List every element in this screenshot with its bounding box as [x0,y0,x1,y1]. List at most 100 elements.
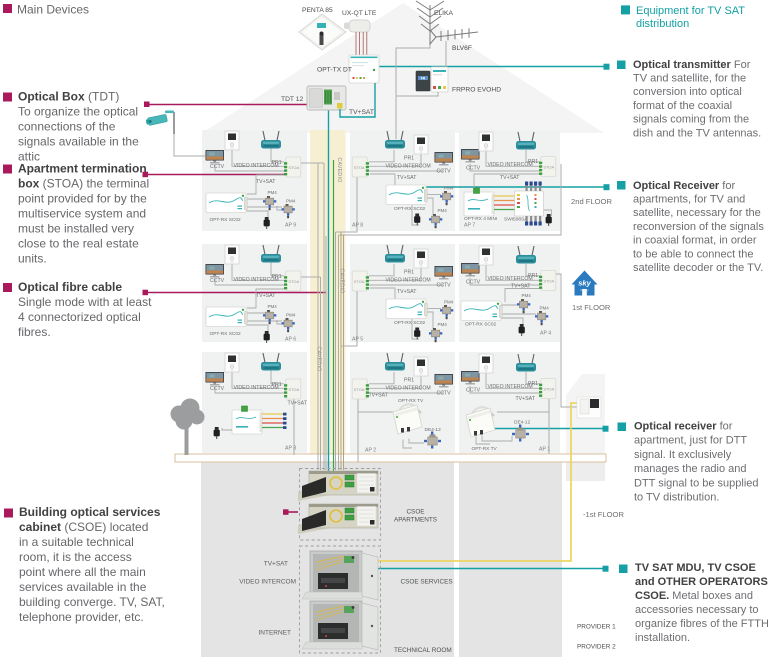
svg-text:1st FLOOR: 1st FLOOR [572,303,611,312]
svg-text:TV+SAT: TV+SAT [500,175,520,181]
svg-text:PM4: PM4 [444,186,454,191]
svg-text:Single mode with at least: Single mode with at least [18,295,152,309]
svg-text:OPT-RX TV: OPT-RX TV [398,398,424,404]
svg-text:PR1: PR1 [528,159,538,165]
svg-text:distribution: distribution [636,18,689,30]
svg-text:PENTA 85: PENTA 85 [302,7,333,14]
svg-text:PM4: PM4 [438,322,448,327]
svg-text:Optical receiver for: Optical receiver for [634,421,733,433]
svg-text:installation.: installation. [635,632,690,644]
svg-text:telephone provider, etc.: telephone provider, etc. [19,610,144,624]
svg-text:reconversion of the signals: reconversion of the signals [633,221,764,233]
svg-text:Optical Box (TDT): Optical Box (TDT) [18,90,119,104]
svg-text:PM4: PM4 [522,293,532,298]
svg-text:satellite decoder or the TV.: satellite decoder or the TV. [633,262,763,274]
svg-text:Ready: Ready [580,288,589,292]
svg-text:PR1: PR1 [272,160,282,166]
svg-text:cabinet (CSOE) located: cabinet (CSOE) located [19,520,148,534]
svg-text:conversion into optical: conversion into optical [633,86,742,98]
svg-text:AP 4: AP 4 [540,331,551,337]
svg-text:TV and satellite, for the: TV and satellite, for the [633,73,746,85]
svg-text:close to the real estate: close to the real estate [18,237,139,251]
svg-text:FR: FR [421,76,426,80]
svg-text:UX-QT LTE: UX-QT LTE [342,10,377,17]
svg-text:Building optical services: Building optical services [19,505,161,519]
svg-text:VIDEO INTERCOM: VIDEO INTERCOM [386,164,431,170]
svg-text:APARTMENTS: APARTMENTS [394,517,437,524]
svg-text:PROVIDER 2: PROVIDER 2 [577,644,616,651]
svg-text:PROVIDER 1: PROVIDER 1 [577,624,616,631]
svg-text:SWI508SA: SWI508SA [504,217,528,223]
svg-text:fibres.: fibres. [18,325,51,339]
svg-text:DE4-12: DE4-12 [425,427,442,433]
svg-text:AP 3: AP 3 [285,446,296,452]
svg-text:connections of the: connections of the [18,120,116,134]
svg-text:services available in the: services available in the [19,580,147,594]
svg-text:CSOE. Metal boxes and: CSOE. Metal boxes and [635,590,753,602]
svg-text:building converge. TV, SAT,: building converge. TV, SAT, [19,595,165,609]
svg-text:TDT 12: TDT 12 [281,96,303,103]
svg-text:manages the radio and: manages the radio and [634,463,747,475]
svg-text:accessories necessary to: accessories necessary to [635,604,759,616]
svg-text:format of the coaxial: format of the coaxial [633,100,732,112]
svg-text:CSOE: CSOE [406,509,424,516]
svg-text:room, it is the access: room, it is the access [19,550,132,564]
svg-text:TV+SAT: TV+SAT [256,293,276,299]
svg-text:4 connectorized optical: 4 connectorized optical [18,310,141,324]
svg-text:AP 1: AP 1 [539,447,550,453]
svg-text:DTT signal to be supplied: DTT signal to be supplied [634,477,759,489]
svg-text:must be installed very: must be installed very [18,222,134,236]
svg-text:PR1: PR1 [404,156,414,162]
svg-text:-1st FLOOR: -1st FLOOR [583,510,624,519]
svg-text:DE4-12: DE4-12 [514,420,531,426]
svg-text:AP 2: AP 2 [365,448,376,454]
svg-text:To organize the optical: To organize the optical [18,105,138,119]
svg-text:dish and the TV antennas.: dish and the TV antennas. [633,127,761,139]
svg-text:TV+SAT: TV+SAT [516,396,536,402]
svg-text:OPT-RX SC02: OPT-RX SC02 [394,206,426,212]
svg-text:PM4: PM4 [444,300,454,305]
svg-text:AP 5: AP 5 [352,337,363,343]
svg-text:TECHNICAL ROOM: TECHNICAL ROOM [394,647,452,654]
svg-text:2nd FLOOR: 2nd FLOOR [571,197,612,206]
svg-text:Main Devices: Main Devices [17,3,89,17]
svg-text:TV+SAT: TV+SAT [369,393,389,399]
svg-text:OPT-RX SC02: OPT-RX SC02 [394,320,426,326]
svg-text:and OTHER OPERATORS: and OTHER OPERATORS [635,576,768,588]
svg-text:in coaxial format, in order: in coaxial format, in order [633,235,757,247]
svg-text:signals coming from the: signals coming from the [633,114,749,126]
svg-text:apartments, for TV and: apartments, for TV and [633,194,745,206]
svg-text:Optical Receiver for: Optical Receiver for [633,180,735,192]
svg-text:VIDEO INTERCOM: VIDEO INTERCOM [234,163,279,169]
svg-text:attic: attic [18,150,40,164]
svg-text:sky: sky [578,279,591,288]
svg-text:OPT-RX 4 MINI: OPT-RX 4 MINI [464,216,497,222]
svg-text:OPT-RX SC02: OPT-RX SC02 [465,322,497,328]
svg-text:PM4: PM4 [286,313,296,318]
svg-text:in a suitable technical: in a suitable technical [19,535,134,549]
svg-text:signal. It exclusively: signal. It exclusively [634,449,732,461]
svg-text:TV+SAT: TV+SAT [256,179,276,185]
svg-text:apartment, just for DTT: apartment, just for DTT [634,435,747,447]
svg-text:Optical transmitter For: Optical transmitter For [633,59,751,71]
svg-text:OPT-RX SC02: OPT-RX SC02 [210,331,242,337]
svg-text:CCTV: CCTV [210,164,225,170]
svg-text:CCTV: CCTV [437,169,452,175]
svg-text:BLV6F: BLV6F [452,45,472,52]
svg-text:PM4: PM4 [286,199,296,204]
svg-text:CAVEDIO: CAVEDIO [336,157,342,182]
svg-text:multiservice system and: multiservice system and [18,207,146,221]
svg-text:satellite, necessary for the: satellite, necessary for the [633,207,761,219]
svg-text:point where all the main: point where all the main [19,565,146,579]
svg-text:to be able to connect the: to be able to connect the [633,248,753,260]
svg-text:VIDEO INTERCOM: VIDEO INTERCOM [239,579,296,586]
svg-text:INTERNET: INTERNET [259,630,292,637]
svg-text:CCTV: CCTV [466,166,481,172]
svg-text:TV+SAT: TV+SAT [288,401,308,407]
svg-text:AP 6: AP 6 [285,337,296,343]
svg-text:FRPRO EVOHD: FRPRO EVOHD [452,87,501,94]
svg-text:CAVEDIO: CAVEDIO [339,268,345,293]
svg-text:CAVEDIO: CAVEDIO [316,346,322,371]
svg-text:AP 7: AP 7 [464,223,475,229]
svg-text:Equipment for TV SAT: Equipment for TV SAT [636,5,745,17]
